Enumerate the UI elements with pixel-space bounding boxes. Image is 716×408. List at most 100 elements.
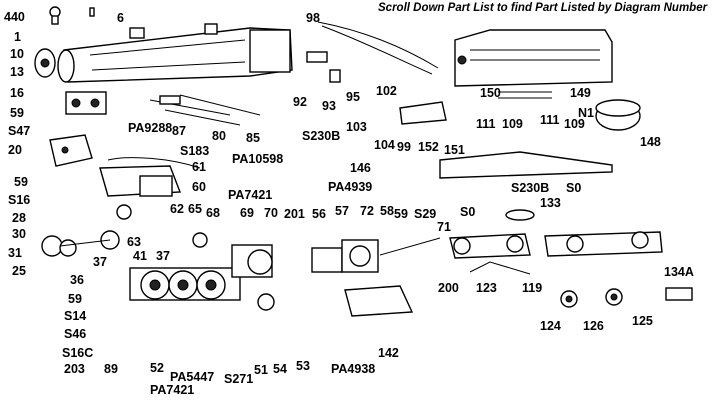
label-99: 99 <box>397 140 411 154</box>
label-148: 148 <box>640 135 661 149</box>
spring-drawing <box>469 261 531 275</box>
tender-body-drawing[interactable] <box>454 29 613 87</box>
label-pa10598: PA10598 <box>232 152 283 166</box>
label-103: 103 <box>346 120 367 134</box>
label-109-b: 109 <box>564 117 585 131</box>
pony-wheels-drawing[interactable] <box>41 230 120 257</box>
label-51: 51 <box>254 363 268 377</box>
label-440: 440 <box>4 10 25 24</box>
cable-drawing <box>317 21 439 69</box>
label-71: 71 <box>437 220 451 234</box>
label-95: 95 <box>346 90 360 104</box>
label-65: 65 <box>188 202 202 216</box>
washer-drawing[interactable] <box>505 209 535 221</box>
rear-coupler-drawing[interactable] <box>665 287 693 301</box>
label-133: 133 <box>540 196 561 210</box>
label-pa7421-b: PA7421 <box>150 383 194 397</box>
label-37-a: 37 <box>93 255 107 269</box>
driver-wheels-drawing[interactable] <box>129 267 241 301</box>
label-pa5447: PA5447 <box>170 370 214 384</box>
label-80: 80 <box>212 129 226 143</box>
label-59-d: 59 <box>394 207 408 221</box>
label-85: 85 <box>246 131 260 145</box>
headlight-drawing[interactable] <box>49 6 95 25</box>
label-150: 150 <box>480 86 501 100</box>
label-69: 69 <box>240 206 254 220</box>
label-111-b: 111 <box>540 113 560 127</box>
label-s230b-a: S230B <box>302 129 340 143</box>
label-60: 60 <box>192 180 206 194</box>
wire-drawing <box>107 157 201 169</box>
label-126: 126 <box>583 319 604 333</box>
rod-assembly-drawing[interactable] <box>149 94 261 126</box>
label-10: 10 <box>10 47 24 61</box>
label-pa4938: PA4938 <box>331 362 375 376</box>
label-36: 36 <box>70 273 84 287</box>
label-152: 152 <box>418 140 439 154</box>
label-111-a: 111 <box>476 117 496 131</box>
smokebox-front-drawing[interactable] <box>34 48 56 78</box>
label-13: 13 <box>10 65 24 79</box>
label-s183: S183 <box>180 144 209 158</box>
label-125: 125 <box>632 314 653 328</box>
label-37-b: 37 <box>156 249 170 263</box>
motor-drawing[interactable] <box>231 244 273 278</box>
label-20: 20 <box>8 143 22 157</box>
label-109-a: 109 <box>502 117 523 131</box>
label-s16c: S16C <box>62 346 93 360</box>
front-truck-drawing[interactable] <box>449 233 531 259</box>
label-146: 146 <box>350 161 371 175</box>
label-s29: S29 <box>414 207 436 221</box>
label-68: 68 <box>206 206 220 220</box>
label-s271: S271 <box>224 372 253 386</box>
label-61: 61 <box>192 160 206 174</box>
gear-box-drawing[interactable] <box>311 239 379 273</box>
label-pa7421-a: PA7421 <box>228 188 272 202</box>
coupler-drawing[interactable] <box>399 101 447 125</box>
label-53: 53 <box>296 359 310 373</box>
label-124: 124 <box>540 319 561 333</box>
steam-chest-drawing[interactable] <box>99 165 181 197</box>
worm-gear-drawing[interactable] <box>116 204 132 220</box>
pilot-assembly-drawing[interactable] <box>65 91 107 115</box>
label-s16: S16 <box>8 193 30 207</box>
label-58: 58 <box>380 204 394 218</box>
label-57: 57 <box>335 204 349 218</box>
label-151: 151 <box>444 143 465 157</box>
label-s230b-b: S230B <box>511 181 549 195</box>
label-s0-a: S0 <box>566 181 581 195</box>
chassis-drawing[interactable] <box>344 285 414 317</box>
label-203: 203 <box>64 362 85 376</box>
label-93: 93 <box>322 99 336 113</box>
label-28: 28 <box>12 211 26 225</box>
label-1: 1 <box>14 30 21 44</box>
tender-frame-drawing[interactable] <box>439 151 613 179</box>
bracket-drawing[interactable] <box>306 51 328 63</box>
label-72: 72 <box>360 204 374 218</box>
label-92: 92 <box>293 95 307 109</box>
gear-drawing[interactable] <box>257 293 275 311</box>
label-59-c: 59 <box>68 292 82 306</box>
cylinder-block-drawing[interactable] <box>49 134 93 167</box>
label-6: 6 <box>117 11 124 25</box>
label-123: 123 <box>476 281 497 295</box>
label-16: 16 <box>10 86 24 100</box>
label-104: 104 <box>374 138 395 152</box>
label-200: 200 <box>438 281 459 295</box>
rear-truck-drawing[interactable] <box>544 231 663 257</box>
label-41: 41 <box>133 249 147 263</box>
boiler-shell-drawing[interactable] <box>57 23 293 83</box>
speaker-drawing[interactable] <box>595 99 641 131</box>
label-70: 70 <box>264 206 278 220</box>
label-56: 56 <box>312 207 326 221</box>
scroll-instruction: Scroll Down Part List to find Part Liste… <box>378 2 708 14</box>
idler-gear-drawing[interactable] <box>192 232 208 248</box>
label-134a: 134A <box>664 265 694 279</box>
label-s47: S47 <box>8 124 30 138</box>
label-63: 63 <box>127 235 141 249</box>
label-102: 102 <box>376 84 397 98</box>
label-31: 31 <box>8 246 22 260</box>
label-149: 149 <box>570 86 591 100</box>
label-59-a: 59 <box>10 106 24 120</box>
